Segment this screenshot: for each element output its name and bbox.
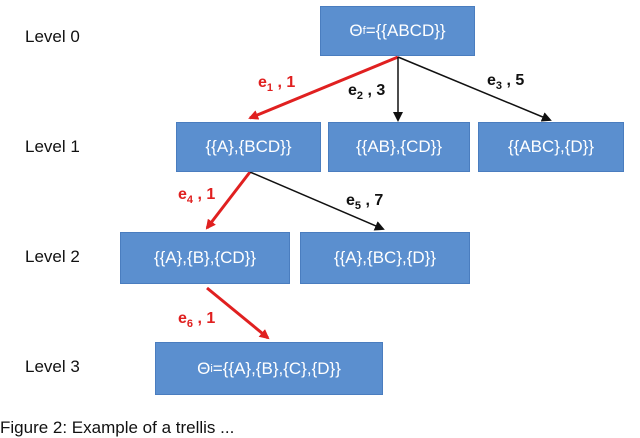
edge-label-e2: e2 , 3	[348, 82, 385, 102]
node-leaf-prefix: Θ	[197, 358, 211, 378]
node-leaf-rest: ={{A},{B},{C},{D}}	[212, 358, 341, 378]
edge-label-e6-weight: , 1	[193, 310, 216, 327]
node-root-prefix: Θ	[349, 21, 363, 40]
edge-label-e1-letter: e	[258, 74, 267, 91]
edge-label-e4-letter: e	[178, 186, 187, 203]
edge-label-e6-sub: 6	[186, 318, 194, 331]
edge-label-e2-letter: e	[348, 82, 357, 99]
node-root-sub: f	[362, 25, 366, 37]
edge-label-e4-weight: , 1	[193, 186, 216, 203]
edge-e6	[206, 286, 270, 340]
edge-label-e3-weight: , 5	[502, 72, 525, 89]
edge-label-e5-letter: e	[346, 192, 355, 209]
edge-e5	[249, 171, 385, 231]
edge-label-e3-letter: e	[487, 72, 496, 89]
edge-label-e3: e3 , 5	[487, 72, 524, 92]
edge-e4	[205, 171, 252, 230]
edge-label-e1-sub: 1	[266, 82, 274, 95]
edge-label-e5-weight: , 7	[361, 192, 384, 209]
node-a-bc-d: {{A},{BC},{D}}	[300, 232, 470, 284]
edge-label-e5-sub: 5	[354, 200, 362, 213]
node-root-rest: ={{ABCD}}	[365, 21, 446, 40]
level-2-label: Level 2	[25, 247, 80, 266]
node-a-bcd: {{A},{BCD}}	[176, 122, 321, 172]
node-a-bcd-label: {{A},{BCD}}	[205, 137, 292, 156]
edge-e1	[248, 55, 399, 120]
edge-label-e6: e6 , 1	[178, 310, 215, 330]
edge-label-e4: e4 , 1	[178, 186, 215, 206]
node-ab-cd-label: {{AB},{CD}}	[355, 137, 443, 156]
node-ab-cd: {{AB},{CD}}	[328, 122, 470, 172]
edge-label-e5: e5 , 7	[346, 192, 383, 212]
node-abc-d-label: {{ABC},{D}}	[507, 137, 595, 156]
edge-label-e2-sub: 2	[356, 90, 364, 103]
edge-label-e2-weight: , 3	[363, 82, 386, 99]
node-a-b-cd: {{A},{B},{CD}}	[120, 232, 290, 284]
node-leaf-sub: i	[210, 362, 213, 375]
edge-e3	[397, 56, 552, 122]
edge-label-e1: e1 , 1	[258, 74, 295, 94]
edge-label-e1-weight: , 1	[273, 74, 296, 91]
edge-label-e3-sub: 3	[495, 80, 503, 93]
level-3-label: Level 3	[25, 357, 80, 376]
edge-label-e4-sub: 4	[186, 194, 194, 207]
level-1-label: Level 1	[25, 137, 80, 156]
figure-caption: Figure 2: Example of a trellis ...	[0, 418, 235, 437]
node-abc-d: {{ABC},{D}}	[478, 122, 624, 172]
node-a-bc-d-label: {{A},{BC},{D}}	[333, 248, 437, 267]
level-0-label: Level 0	[25, 27, 80, 46]
node-a-b-cd-label: {{A},{B},{CD}}	[153, 248, 257, 267]
edge-label-e6-letter: e	[178, 310, 187, 327]
